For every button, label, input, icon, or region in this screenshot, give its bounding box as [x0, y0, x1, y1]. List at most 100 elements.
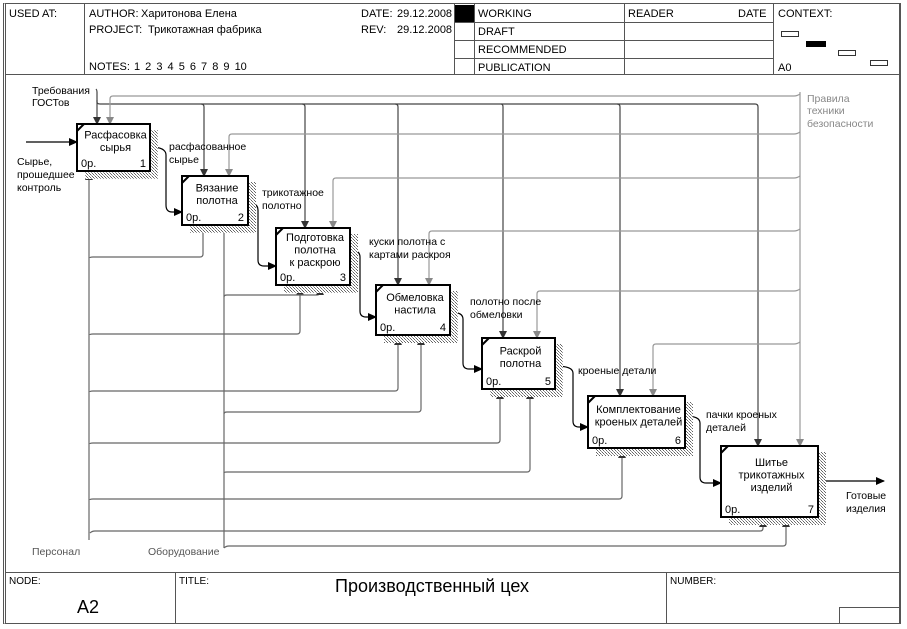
date-label: DATE:	[361, 8, 393, 20]
arrow-labels: Требования ГОСТов Правила техники безопа…	[17, 85, 886, 558]
arrow-line	[223, 391, 534, 474]
box-label-line: Обмеловка	[386, 292, 444, 304]
label-flow-4a: полотно после	[470, 296, 541, 308]
divider	[773, 4, 774, 75]
rev-value: 29.12.2008	[397, 24, 453, 36]
box-cost: 0р.	[186, 212, 201, 224]
box-number: 5	[545, 376, 551, 388]
label-output-2: изделия	[846, 503, 886, 515]
box-frame	[720, 445, 819, 518]
corner-mark	[76, 123, 85, 132]
label-flow-6a: пачки кроеных	[706, 409, 778, 421]
status-draft: DRAFT	[478, 26, 515, 38]
title-label: TITLE:	[179, 576, 210, 587]
arrow-line	[89, 337, 402, 393]
status-recommended: RECOMMENDED	[478, 44, 567, 56]
label-flow-6b: деталей	[706, 422, 746, 434]
arrow-line	[533, 288, 801, 339]
divider	[474, 4, 475, 75]
divider	[454, 40, 774, 41]
label-output-1: Готовые	[846, 490, 886, 502]
arrow-line	[394, 103, 402, 286]
label-flow-4b: обмеловки	[470, 309, 523, 321]
context-box-icon	[781, 31, 799, 37]
flow-arrow-1-2	[149, 146, 183, 216]
author-label: AUTHOR:	[89, 8, 139, 20]
label-gost-2: ГОСТов	[32, 97, 70, 109]
label-flow-1a: расфасованное	[169, 141, 246, 153]
box-number: 2	[238, 212, 244, 224]
flow-arrow-5-6	[554, 365, 589, 431]
divider	[666, 572, 667, 624]
notes-label: NOTES:	[89, 61, 130, 73]
flow-arrow-6-7	[684, 415, 722, 487]
context-current-box-icon	[806, 41, 826, 47]
label-input-3: контроль	[17, 182, 62, 194]
box-number: 4	[440, 322, 446, 334]
box-label-line: Раскрой	[500, 345, 542, 357]
label-flow-1b: сырье	[169, 154, 199, 166]
divider	[454, 58, 774, 59]
box-number: 1	[140, 158, 146, 170]
box-cost: 0р.	[380, 322, 395, 334]
label-safety-3: безопасности	[807, 118, 874, 130]
context-box-icon	[870, 60, 888, 66]
header-bottom-line	[5, 74, 901, 75]
box-label-line: Подготовка	[286, 232, 345, 244]
divider	[454, 22, 774, 23]
divider	[624, 4, 625, 75]
arrow-line	[649, 341, 801, 397]
divider	[175, 572, 176, 624]
box-shadow	[190, 182, 256, 233]
box-label-line: настила	[394, 304, 436, 316]
box-label-line: Расфасовка	[84, 129, 147, 141]
arrow-line	[425, 228, 801, 286]
box-cost: 0р.	[486, 376, 501, 388]
arrow-line	[89, 224, 207, 259]
used-at-label: USED AT:	[9, 8, 58, 20]
mechanism-arrows	[85, 172, 790, 549]
box-frame	[481, 337, 556, 390]
context-label: CONTEXT:	[778, 8, 833, 20]
box-frame	[76, 123, 151, 172]
box-label-line: Комплектование	[596, 404, 681, 416]
box-number: 6	[675, 435, 681, 447]
label-safety-1: Правила	[807, 93, 850, 105]
label-flow-2b: полотно	[262, 200, 302, 212]
box-label-line: полотна	[294, 245, 336, 257]
box-number: 3	[340, 272, 346, 284]
date-value: 29.12.2008	[397, 8, 453, 20]
box-cost: 0р.	[592, 435, 607, 447]
box-label-line: к раскрою	[290, 257, 341, 269]
notes-value: 1 2 3 4 5 6 7 8 9 10	[134, 61, 247, 73]
box-label-line: кроеных деталей	[595, 416, 683, 428]
box-shadow	[596, 402, 693, 456]
box-label-line: Вязание	[196, 182, 239, 194]
project-value: Трикотажная фабрика	[148, 24, 262, 36]
box-label-line: Шитье	[755, 457, 788, 469]
box-cost: 0р.	[725, 504, 740, 516]
box-cost: 0р.	[280, 272, 295, 284]
corner-mark	[720, 445, 729, 454]
corner-mark	[375, 284, 384, 293]
divider	[84, 4, 85, 75]
arrow-line	[223, 337, 425, 415]
arrow-line	[223, 519, 790, 549]
footer-top-line	[5, 572, 901, 573]
box-label-line: трикотажных	[739, 470, 805, 482]
label-safety-2: техники	[807, 105, 845, 117]
arrow-line	[89, 287, 304, 336]
number-box	[839, 607, 901, 624]
label-gost-1: Требования	[32, 85, 90, 97]
label-flow-3a: куски полотна с	[369, 236, 445, 248]
diagram-title: Производственный цех	[335, 576, 529, 596]
control-arrows-safety	[106, 92, 804, 447]
arrow-line	[89, 519, 767, 534]
